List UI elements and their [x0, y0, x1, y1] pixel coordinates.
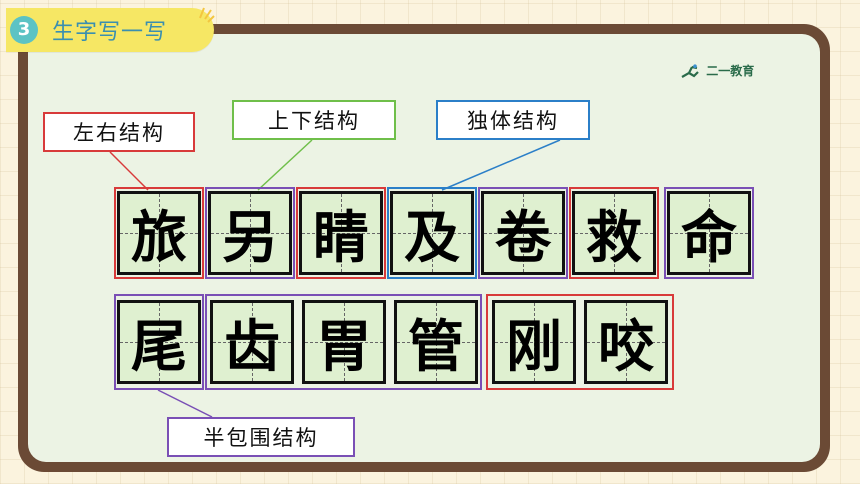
group-outline-left-right [296, 187, 386, 279]
left-right-connector [109, 151, 149, 191]
group-outline-left-right [486, 294, 674, 390]
character: 齿 [224, 313, 280, 380]
top-bottom-connector [257, 139, 313, 191]
character: 救 [586, 204, 642, 271]
character: 旅 [131, 204, 187, 271]
character-cell: 尾 [117, 300, 201, 384]
character-cell: 管 [394, 300, 478, 384]
half-enclosed-connector [157, 389, 213, 418]
character-cell: 救 [572, 191, 656, 275]
character: 另 [222, 204, 278, 271]
character-cell: 及 [390, 191, 474, 275]
group-outline-top-bottom [205, 294, 482, 390]
single-connector [441, 139, 561, 191]
group-outline-left-right [114, 187, 204, 279]
group-outline-top-bottom [205, 187, 295, 279]
character-cell: 咬 [584, 300, 668, 384]
character: 刚 [506, 313, 562, 380]
character-cell: 胃 [302, 300, 386, 384]
section-title-tab [6, 8, 214, 52]
character: 睛 [313, 204, 369, 271]
label-half-enclosed-structure: 半包围结构 [167, 417, 355, 457]
character-cell: 刚 [492, 300, 576, 384]
character: 命 [681, 204, 737, 271]
group-outline-left-right [569, 187, 659, 279]
label-left-right-structure: 左右结构 [43, 112, 195, 152]
character-cell: 卷 [481, 191, 565, 275]
group-outline-top-bottom [478, 187, 568, 279]
sparkle-icon [199, 7, 215, 23]
label-top-bottom-structure: 上下结构 [232, 100, 396, 140]
group-outline-single [387, 187, 477, 279]
character-cell: 命 [667, 191, 751, 275]
character: 尾 [131, 313, 187, 380]
group-outline-half-enclosed [114, 294, 204, 390]
character-cell: 睛 [299, 191, 383, 275]
runner-logo-icon [681, 63, 699, 78]
character-cell: 齿 [210, 300, 294, 384]
character: 卷 [495, 204, 551, 271]
character-cell: 旅 [117, 191, 201, 275]
section-number-badge: 3 [10, 16, 38, 44]
brand-logo: 二一教育 [680, 62, 754, 80]
section-title: 生字写一写 [52, 20, 168, 45]
character: 管 [408, 313, 464, 380]
character: 及 [404, 204, 460, 271]
brand-logo-text: 二一教育 [706, 64, 755, 78]
group-outline-top-bottom [664, 187, 754, 279]
label-single-structure: 独体结构 [436, 100, 590, 140]
character: 胃 [316, 313, 372, 380]
character: 咬 [598, 313, 654, 380]
character-cell: 另 [208, 191, 292, 275]
